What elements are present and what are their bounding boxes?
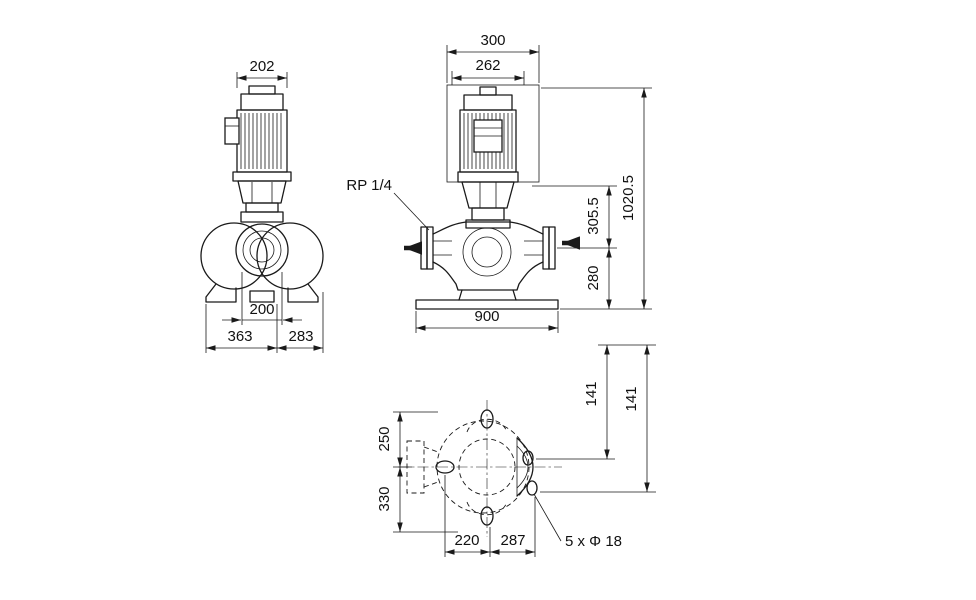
lantern-ribs [251, 182, 273, 203]
side-motor [224, 85, 288, 173]
fan-cover [240, 93, 284, 111]
plan-dimensions: 250 330 141 141 220 287 5 x Φ 18 [376, 344, 656, 557]
centerlines [398, 400, 562, 537]
flange-neck-hidden [423, 446, 439, 488]
port-flange-mid [242, 230, 282, 270]
lantern-ribs [479, 182, 497, 208]
right-flange-hub [542, 226, 550, 270]
motor-cap [479, 86, 497, 96]
left-port-hole [435, 460, 455, 474]
casing-bottom [432, 261, 544, 291]
dim-plan-top: 250 [376, 426, 393, 451]
dim-plan-hole-left: 220 [454, 532, 479, 549]
seal-stool-upper [245, 202, 279, 213]
motor-cap [248, 85, 276, 95]
foot-left [205, 283, 237, 303]
front-motor [459, 86, 517, 173]
left-flange-hub [426, 226, 434, 270]
side-view: 202 200 363 283 [200, 58, 324, 353]
motor-flange [457, 171, 519, 183]
terminal-box-lines [474, 127, 502, 137]
front-casing [415, 221, 559, 310]
dim-side-base-right: 283 [288, 328, 313, 345]
fan-cover [463, 94, 513, 111]
dim-front-shroud-width: 300 [480, 32, 505, 49]
plug-leader-line [393, 192, 430, 231]
dim-side-port-bore: 200 [249, 301, 274, 318]
plan-hidden-outline [406, 418, 530, 516]
impeller-housing-inner [471, 236, 503, 268]
label-plug: RP 1/4 [346, 177, 392, 194]
seal-stool [465, 219, 511, 229]
dim-side-base-left: 363 [227, 328, 252, 345]
bolt-hole-lower [526, 480, 538, 496]
casing-top [432, 221, 544, 235]
seal-stool-lower [240, 211, 284, 223]
foot-right [287, 283, 319, 303]
volute-left [200, 222, 268, 290]
casing-inner-hidden [458, 438, 516, 496]
dim-side-motor-width: 202 [249, 58, 274, 75]
extension-lines-heights [532, 87, 652, 310]
bolt-holes-leader-line [533, 493, 562, 542]
front-dimensions: 300 262 900 1020.5 305.5 280 [415, 32, 652, 333]
front-adapter [457, 171, 519, 229]
right-flange-inner [516, 445, 529, 489]
right-flange-face [548, 226, 556, 270]
dim-plan-offset-outer: 141 [623, 386, 640, 411]
volute-right [256, 222, 324, 290]
side-dimensions: 202 200 363 283 [205, 58, 324, 353]
dim-port-height: 280 [585, 265, 602, 290]
dim-plan-offset-inner: 141 [583, 381, 600, 406]
side-volute-casing [200, 222, 324, 303]
terminal-box [224, 117, 240, 145]
lantern [237, 180, 287, 204]
extension-lines-202 [236, 72, 288, 88]
bottom-port-hole [480, 506, 494, 526]
motor-flange [232, 171, 292, 182]
extension-lines-200 [241, 272, 283, 325]
extension-lines-right [536, 344, 656, 493]
plan-flange-visible [516, 437, 534, 497]
label-bolt-holes: 5 x Φ 18 [565, 533, 622, 550]
dim-front-motor-width: 262 [475, 57, 500, 74]
top-port-hole [480, 409, 494, 429]
dim-total-height: 1020.5 [620, 175, 637, 221]
pedestal [458, 289, 517, 301]
drain-stub [249, 290, 275, 303]
right-flange-outer [516, 437, 534, 497]
dim-front-base-width: 900 [474, 308, 499, 325]
casing-outline-hidden [436, 420, 530, 514]
impeller-housing-outer [462, 227, 512, 277]
port-bore [249, 237, 275, 263]
base-plate [415, 299, 559, 310]
dim-plan-hole-right: 287 [500, 532, 525, 549]
bottom-port-boss-hidden [466, 501, 508, 516]
dim-plan-bottom: 330 [376, 486, 393, 511]
front-view: RP 1/4 300 262 900 1020.5 305.5 280 [346, 32, 652, 333]
port-bore-lines [433, 240, 543, 256]
seal-housing [471, 207, 505, 221]
motor-body [236, 109, 288, 173]
plan-view: 250 330 141 141 220 287 5 x Φ 18 [376, 344, 656, 557]
top-port-boss-hidden [466, 418, 508, 433]
plug-callout: RP 1/4 [346, 177, 430, 231]
flow-arrows [404, 236, 580, 255]
left-flange-face [420, 226, 428, 270]
side-adapter [232, 171, 292, 223]
bolt-hole-upper [522, 450, 534, 466]
extension-lines-base [205, 292, 324, 353]
plan-ports [435, 409, 538, 526]
lantern [461, 181, 515, 209]
dim-plug-height: 305.5 [585, 197, 602, 235]
motor-fins [240, 113, 282, 169]
port-flange-outer [235, 223, 289, 277]
